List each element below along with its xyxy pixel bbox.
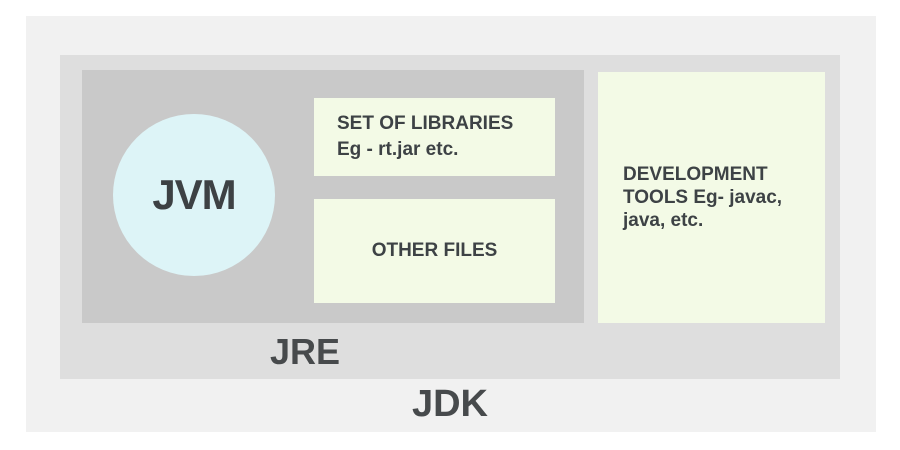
- other-files-label: OTHER FILES: [371, 240, 498, 261]
- development-tools-box: DEVELOPMENT TOOLS Eg- javac, java, etc.: [598, 72, 825, 323]
- other-files-box: OTHER FILES: [314, 199, 555, 303]
- set-of-libraries-title: SET OF LIBRARIES: [337, 113, 514, 134]
- set-of-libraries-example: Eg - rt.jar etc.: [337, 139, 459, 160]
- jvm-circle: JVM: [113, 114, 275, 276]
- development-tools-label: DEVELOPMENT TOOLS Eg- javac, java, etc.: [623, 164, 783, 231]
- jdk-container: JVM SET OF LIBRARIES Eg - rt.jar etc. OT…: [26, 16, 876, 432]
- jdk-label: JDK: [411, 383, 489, 425]
- jvm-runtime-container: JVM SET OF LIBRARIES Eg - rt.jar etc. OT…: [82, 70, 584, 323]
- jre-label: JRE: [269, 331, 341, 372]
- jvm-label: JVM: [152, 171, 236, 218]
- set-of-libraries-box: SET OF LIBRARIES Eg - rt.jar etc.: [314, 98, 555, 176]
- jre-container: JVM SET OF LIBRARIES Eg - rt.jar etc. OT…: [60, 55, 840, 379]
